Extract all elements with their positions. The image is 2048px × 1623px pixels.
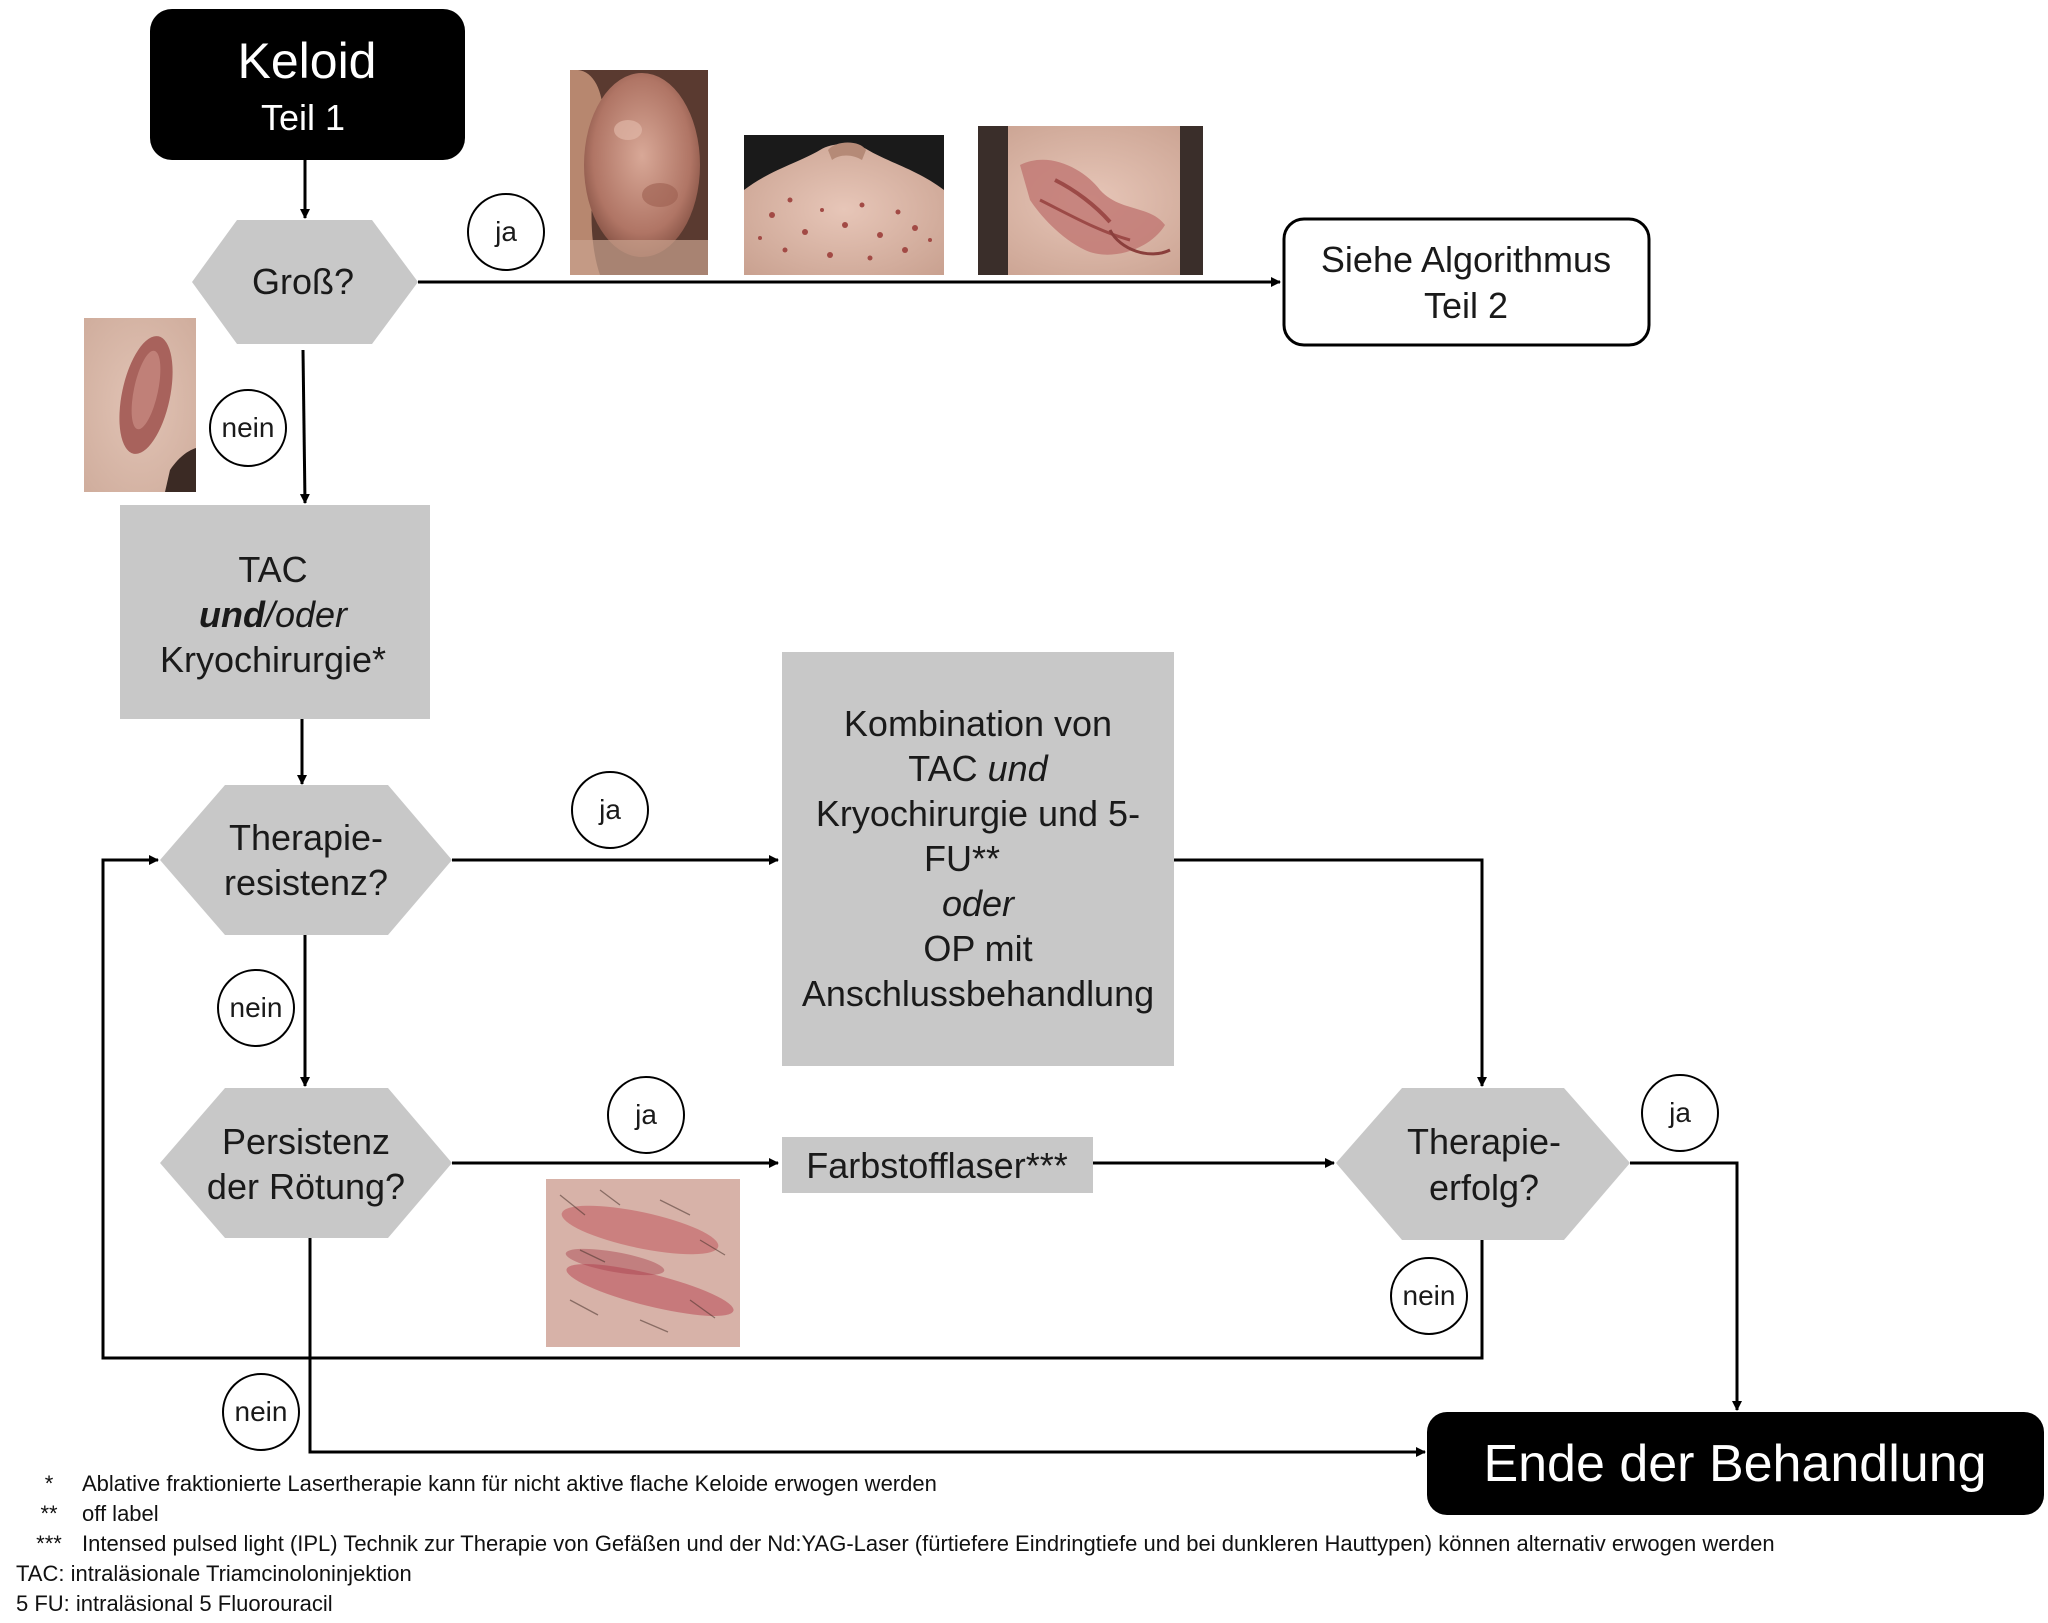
svg-text:ja: ja <box>494 216 517 247</box>
node-decision-persistenz: Persistenz der Rötung? <box>160 1088 452 1238</box>
edge-label-resistenz-nein: nein <box>217 969 295 1047</box>
svg-text:ja: ja <box>598 794 621 825</box>
resistenz-line2: resistenz? <box>224 862 388 903</box>
kombination-line2: TAC und <box>908 748 1048 789</box>
connectors <box>101 160 1742 1457</box>
tac-line2: und/oder <box>199 594 349 635</box>
footnote-3: *** Intensed pulsed light (IPL) Technik z… <box>16 1531 1775 1557</box>
node-start-keloid: Keloid Teil 1 <box>150 9 465 160</box>
edge-label-erfolg-ja: ja <box>1641 1074 1719 1152</box>
footnote-2-text: off label <box>82 1501 159 1526</box>
tac-box <box>120 505 430 719</box>
photo-redness <box>546 1179 740 1347</box>
resistenz-line1: Therapie- <box>229 817 383 858</box>
erfolg-hexagon <box>1336 1088 1630 1240</box>
svg-text:nein: nein <box>222 412 275 443</box>
edge-erfolg-nein-loop-to-resistenz <box>101 855 1484 1360</box>
node-algorithm-part2: Siehe Algorithmus Teil 2 <box>1282 217 1651 347</box>
abbreviation-5fu: 5 FU: intraläsional 5 Fluorouracil <box>16 1591 333 1616</box>
node-farbstofflaser: Farbstofflaser*** <box>782 1137 1093 1193</box>
farbstofflaser-box <box>782 1137 1093 1193</box>
tac-line1: TAC <box>238 549 307 590</box>
algo2-line2: Teil 2 <box>1424 285 1508 326</box>
node-decision-erfolg: Therapie- erfolg? <box>1336 1088 1630 1240</box>
photo-chest-keloid <box>978 126 1203 275</box>
ende-box <box>1427 1412 2044 1515</box>
edge-label-gross-nein: nein <box>209 389 287 467</box>
photo-ear-keloid <box>570 70 708 275</box>
persistenz-line1: Persistenz <box>222 1121 390 1162</box>
persistenz-line2: der Rötung? <box>207 1166 405 1207</box>
gross-hexagon <box>192 220 418 344</box>
footnote-2-marker: ** <box>40 1501 58 1526</box>
tac-line3: Kryochirurgie* <box>160 639 386 680</box>
algo2-line1: Siehe Algorithmus <box>1321 239 1611 280</box>
edge-label-resistenz-ja: ja <box>571 771 649 849</box>
start-box <box>150 9 465 160</box>
kombination-line1: Kombination von <box>844 703 1112 744</box>
kombination-line6: OP mit <box>923 928 1032 969</box>
node-ende: Ende der Behandlung <box>1427 1412 2044 1515</box>
svg-text:nein: nein <box>1403 1280 1456 1311</box>
kombination-line5: oder <box>942 883 1016 924</box>
edge-gross-nein-to-tac <box>299 349 310 504</box>
photo-back-keloids <box>744 135 944 275</box>
farbstofflaser-label: Farbstofflaser*** <box>806 1145 1067 1186</box>
node-decision-gross: Groß? <box>192 220 418 344</box>
edge-kombination-to-erfolg <box>1172 858 1487 1087</box>
kombination-box <box>782 652 1174 1066</box>
node-tac-kryochirurgie: TAC und/oder Kryochirurgie* <box>120 505 430 719</box>
footnote-1-marker: * <box>44 1471 54 1496</box>
footnote-1: * Ablative fraktionierte Lasertherapie ka… <box>16 1471 937 1497</box>
start-title: Keloid <box>238 33 377 89</box>
footnote-3-marker: *** <box>36 1531 62 1556</box>
svg-text:ja: ja <box>1668 1097 1691 1128</box>
edge-persistenz-nein-to-ende <box>308 1238 1426 1457</box>
svg-text:ja: ja <box>634 1099 657 1130</box>
edge-label-erfolg-nein: nein <box>1390 1257 1468 1335</box>
edge-erfolg-ja-to-ende <box>1630 1161 1742 1411</box>
kombination-line3: Kryochirurgie und 5- <box>816 793 1140 834</box>
node-kombination: Kombination von TAC und Kryochirurgie un… <box>782 652 1174 1066</box>
persistenz-hexagon <box>160 1088 452 1238</box>
kombination-line4: FU** <box>924 838 1000 879</box>
resistenz-hexagon <box>160 785 452 935</box>
footnote-3-text: Intensed pulsed light (IPL) Technik zur … <box>82 1531 1775 1556</box>
svg-text:nein: nein <box>230 992 283 1023</box>
edge-label-persistenz-nein: nein <box>222 1373 300 1451</box>
erfolg-line2: erfolg? <box>1429 1167 1539 1208</box>
erfolg-line1: Therapie- <box>1407 1121 1561 1162</box>
edge-label-gross-ja: ja <box>467 193 545 271</box>
svg-text:nein: nein <box>235 1396 288 1427</box>
kombination-line7: Anschlussbehandlung <box>802 973 1154 1014</box>
edge-label-persistenz-ja: ja <box>607 1076 685 1154</box>
node-decision-resistenz: Therapie- resistenz? <box>160 785 452 935</box>
ende-label: Ende der Behandlung <box>1483 1435 1986 1493</box>
footnote-1-text: Ablative fraktionierte Lasertherapie kan… <box>82 1471 937 1496</box>
abbreviation-tac: TAC: intraläsionale Triamcinoloninjektio… <box>16 1561 412 1586</box>
algo2-box <box>1282 217 1651 347</box>
start-subtitle: Teil 1 <box>261 97 345 138</box>
gross-label: Groß? <box>252 261 354 302</box>
footnote-2: ** off label <box>16 1501 159 1527</box>
photo-small-keloid <box>84 318 196 492</box>
